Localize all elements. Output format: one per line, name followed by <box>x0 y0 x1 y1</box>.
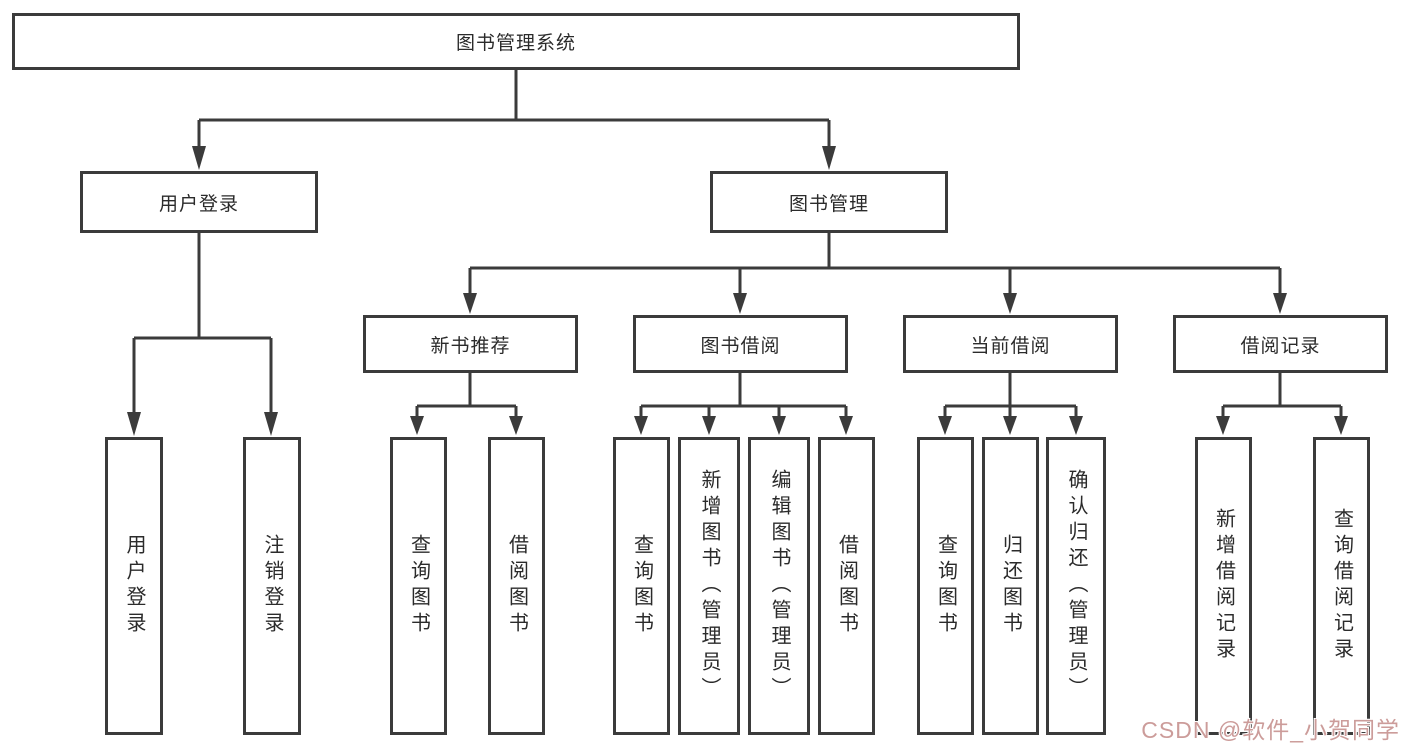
leaf-query-borrow-record: 查询借阅记录 <box>1313 437 1370 735</box>
node-book-borrowing-label: 图书借阅 <box>700 335 781 357</box>
leaf-logout-label: 注销登录 <box>261 534 283 638</box>
leaf-add-borrow-record-label: 新增借阅记录 <box>1212 508 1235 664</box>
node-current-borrowing-label: 当前借阅 <box>970 335 1051 357</box>
node-root-system: 图书管理系统 <box>12 13 1020 70</box>
leaf-add-books-admin-label: 新增图书（管理员） <box>698 469 720 703</box>
node-borrowing-records: 借阅记录 <box>1173 315 1388 373</box>
leaf-user-login-label: 用户登录 <box>123 534 145 638</box>
leaf-confirm-return-admin: 确认归还（管理员） <box>1046 437 1106 735</box>
csdn-watermark: CSDN @软件_小贺同学 <box>1141 717 1400 743</box>
node-new-book-recommendation-label: 新书推荐 <box>430 335 511 357</box>
leaf-borrow-books-recommend-label: 借阅图书 <box>505 534 528 638</box>
node-book-borrowing: 图书借阅 <box>633 315 848 373</box>
leaf-return-books: 归还图书 <box>982 437 1039 735</box>
leaf-edit-books-admin: 编辑图书（管理员） <box>748 437 810 735</box>
leaf-borrow-books-recommend: 借阅图书 <box>488 437 545 735</box>
leaf-user-login: 用户登录 <box>105 437 163 735</box>
leaf-query-borrow-record-label: 查询借阅记录 <box>1330 508 1353 664</box>
node-new-book-recommendation: 新书推荐 <box>363 315 578 373</box>
leaf-query-books-borrowing: 查询图书 <box>613 437 670 735</box>
leaf-query-books-borrowing-label: 查询图书 <box>630 534 653 638</box>
leaf-add-books-admin: 新增图书（管理员） <box>678 437 740 735</box>
node-user-login-label: 用户登录 <box>158 193 239 215</box>
leaf-edit-books-admin-label: 编辑图书（管理员） <box>768 469 790 703</box>
leaf-query-books-recommend-label: 查询图书 <box>407 534 430 638</box>
node-borrowing-records-label: 借阅记录 <box>1240 335 1321 357</box>
node-user-login: 用户登录 <box>80 171 318 233</box>
leaf-add-borrow-record: 新增借阅记录 <box>1195 437 1252 735</box>
arrowheads <box>127 146 1348 436</box>
node-book-management: 图书管理 <box>710 171 948 233</box>
leaf-borrow-books: 借阅图书 <box>818 437 875 735</box>
leaf-logout: 注销登录 <box>243 437 301 735</box>
leaf-query-books-recommend: 查询图书 <box>390 437 447 735</box>
leaf-confirm-return-admin-label: 确认归还（管理员） <box>1065 469 1087 703</box>
leaf-borrow-books-label: 借阅图书 <box>835 534 858 638</box>
leaf-query-books-current-label: 查询图书 <box>934 534 957 638</box>
node-root-system-label: 图书管理系统 <box>455 33 576 54</box>
leaf-return-books-label: 归还图书 <box>999 534 1022 638</box>
node-book-management-label: 图书管理 <box>788 193 869 215</box>
leaf-query-books-current: 查询图书 <box>917 437 974 735</box>
node-current-borrowing: 当前借阅 <box>903 315 1118 373</box>
